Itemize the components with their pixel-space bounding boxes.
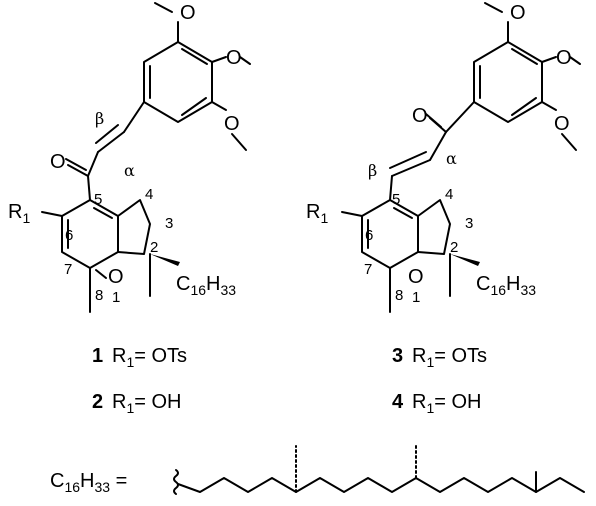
side-chain-wavy-bond bbox=[173, 469, 179, 495]
atom-o-ketone-right: O bbox=[412, 105, 428, 127]
compound-number-4: 4 bbox=[392, 391, 404, 413]
label-beta-left: β bbox=[95, 109, 104, 128]
position-6-left: 6 bbox=[65, 227, 73, 244]
position-4-left: 4 bbox=[145, 186, 153, 203]
position-7-right: 7 bbox=[364, 261, 372, 278]
atom-o-methoxy-meta1-left: O bbox=[226, 47, 242, 69]
label-alpha-right: α bbox=[446, 149, 457, 168]
compound-4-r1: R1= OH bbox=[412, 391, 482, 416]
atom-o-methoxy-para-right: O bbox=[510, 2, 526, 24]
position-6-right: 6 bbox=[365, 227, 373, 244]
structure-right-chalcone: O O O O β α 5 4 3 2 6 7 8 1 O R1 C16H33 bbox=[306, 2, 581, 313]
label-r1-left: R1 bbox=[8, 201, 30, 226]
compound-2-r1: R1= OH bbox=[112, 391, 182, 416]
trimethoxyphenyl-ring-left bbox=[143, 41, 213, 123]
atom-o-methoxy-meta2-right: O bbox=[554, 113, 570, 135]
atom-o-ring-right: O bbox=[408, 266, 424, 288]
position-3-left: 3 bbox=[165, 215, 173, 232]
position-5-right: 5 bbox=[392, 191, 400, 208]
compound-number-2: 2 bbox=[92, 391, 103, 413]
position-2-right: 2 bbox=[450, 239, 458, 256]
compound-1-r1: R1= OTs bbox=[112, 345, 187, 370]
position-3-right: 3 bbox=[465, 215, 473, 232]
atom-o-ketone-left: O bbox=[50, 151, 66, 173]
position-2-left: 2 bbox=[150, 239, 158, 256]
compound-number-1: 1 bbox=[92, 345, 103, 367]
position-4-right: 4 bbox=[445, 186, 453, 203]
position-1-right: 1 bbox=[412, 289, 420, 306]
label-alpha-left: α bbox=[124, 161, 135, 180]
trimethoxyphenyl-ring-right bbox=[473, 41, 543, 123]
compound-number-3: 3 bbox=[392, 345, 403, 367]
position-8-left: 8 bbox=[95, 287, 103, 304]
atom-o-methoxy-para-left: O bbox=[180, 2, 196, 24]
position-5-left: 5 bbox=[94, 191, 102, 208]
side-chain-definition: C16H33 = bbox=[50, 445, 585, 495]
structure-left-chalcone: O O O O β α 5 4 3 2 6 7 8 1 O R1 C16H33 bbox=[8, 2, 251, 313]
label-r1-right: R1 bbox=[306, 201, 328, 226]
atom-o-methoxy-meta1-right: O bbox=[556, 47, 572, 69]
position-8-right: 8 bbox=[395, 287, 403, 304]
atom-o-methoxy-meta2-left: O bbox=[224, 113, 240, 135]
atom-o-ring-left: O bbox=[108, 266, 124, 288]
label-c16h33-left: C16H33 bbox=[176, 273, 236, 298]
side-chain-skeleton bbox=[177, 477, 585, 493]
position-7-left: 7 bbox=[64, 261, 72, 278]
compound-legend: 1 R1= OTs 2 R1= OH 3 R1= OTs 4 R1= OH bbox=[92, 345, 487, 416]
label-beta-right: β bbox=[368, 161, 377, 180]
label-c16h33-right: C16H33 bbox=[476, 273, 536, 298]
side-chain-label: C16H33 = bbox=[50, 470, 127, 495]
position-1-left: 1 bbox=[112, 289, 120, 306]
compound-3-r1: R1= OTs bbox=[412, 345, 487, 370]
